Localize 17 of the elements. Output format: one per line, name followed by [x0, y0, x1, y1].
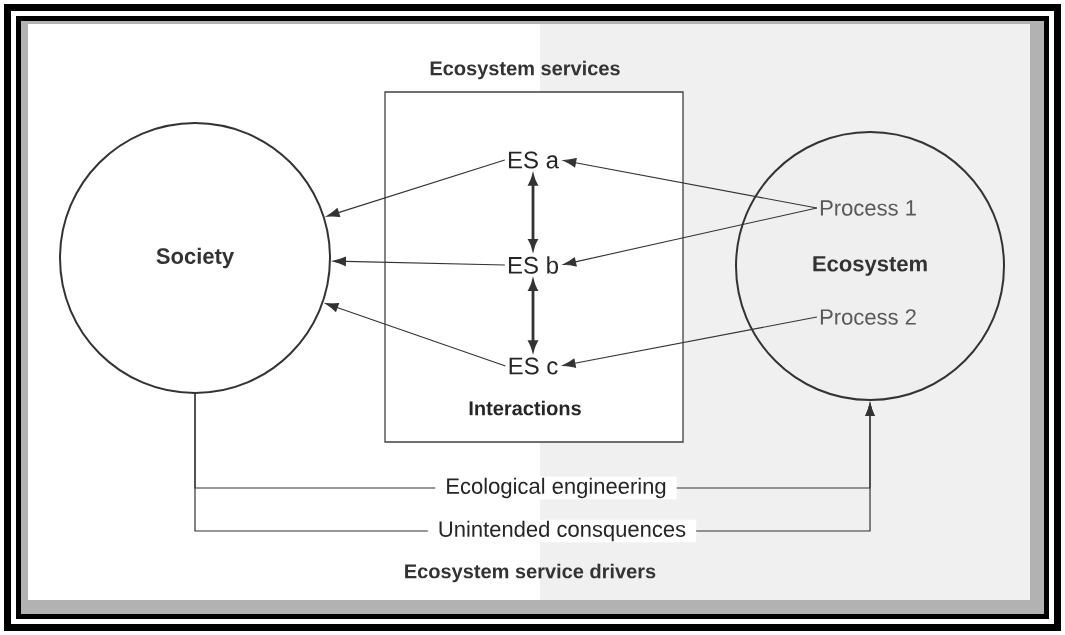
process-label: Process 1 — [820, 200, 916, 216]
service-label: ES a — [508, 151, 559, 169]
caption-label: Ecosystem service drivers — [405, 563, 656, 583]
edge-label: Ecological engineering — [435, 476, 677, 500]
edge-label: Unintended consquences — [427, 519, 697, 543]
process-label: Process 2 — [820, 309, 916, 325]
service-label: ES c — [509, 357, 558, 375]
arrow — [563, 207, 818, 267]
box-caption: Interactions — [469, 400, 581, 416]
arrow — [325, 302, 507, 367]
arrow — [326, 159, 506, 218]
service-label: ES b — [508, 256, 558, 274]
arrow — [332, 256, 506, 267]
arrow — [563, 158, 818, 209]
box-heading: Ecosystem services — [430, 60, 620, 80]
arrow — [562, 316, 818, 368]
circle-node: Society — [59, 122, 331, 394]
